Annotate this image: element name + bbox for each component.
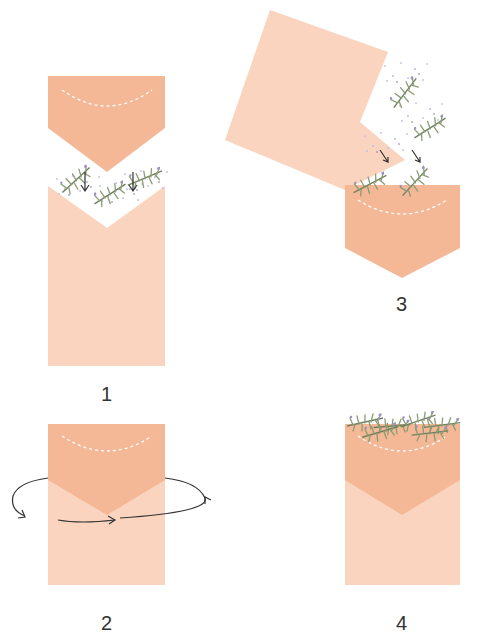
step-number: 3 bbox=[396, 294, 407, 314]
step-four-figure bbox=[345, 411, 461, 585]
step-number: 2 bbox=[101, 613, 112, 633]
step-three-figure bbox=[225, 10, 460, 278]
step-number: 4 bbox=[396, 613, 407, 633]
step-number: 1 bbox=[101, 384, 112, 404]
step-two-figure bbox=[13, 424, 212, 585]
step-one-figure bbox=[48, 76, 168, 366]
